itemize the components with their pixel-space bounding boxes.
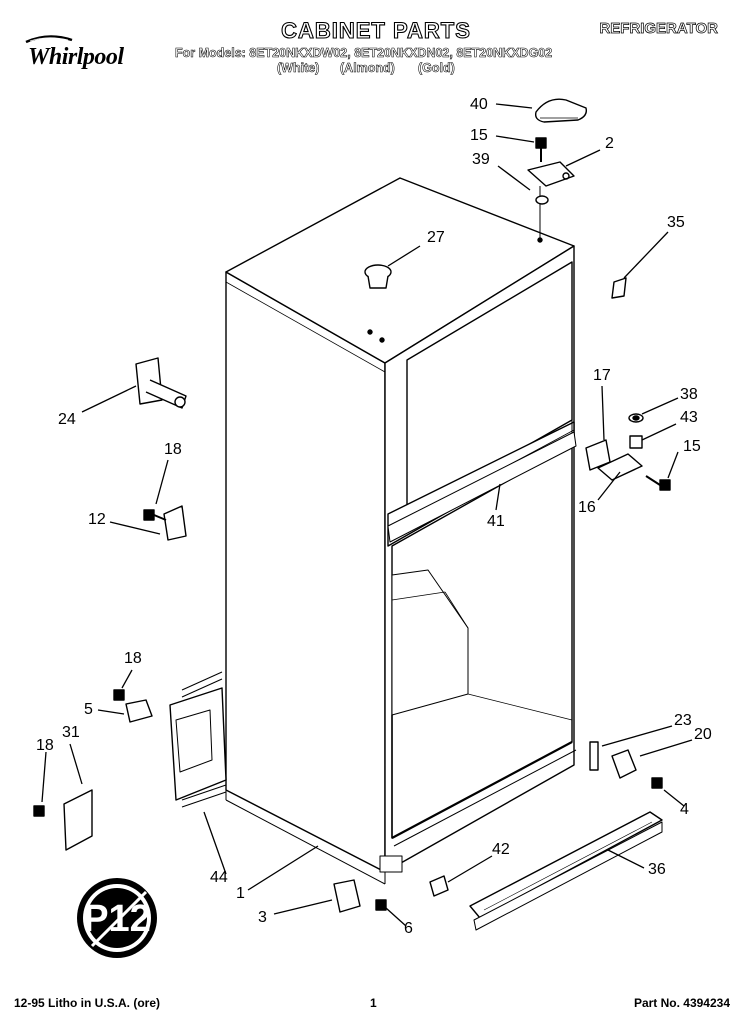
callout-15-center: 15 xyxy=(683,438,701,455)
callout-20: 20 xyxy=(694,726,712,743)
callout-35: 35 xyxy=(667,214,685,231)
callout-39: 39 xyxy=(472,151,490,168)
appliance-category: REFRIGERATOR xyxy=(599,20,718,38)
part-20-bracket xyxy=(611,749,637,779)
part-5-hinge-block xyxy=(125,699,153,723)
part-18-screw-b xyxy=(113,689,125,701)
callout-31: 31 xyxy=(62,724,80,741)
models-line: For Models: 8ET20NKXDW02, 8ET20NKXDN02, … xyxy=(175,46,553,61)
callout-41: 41 xyxy=(487,513,505,530)
part-42-clip xyxy=(429,875,449,897)
callout-18-b: 18 xyxy=(124,650,142,667)
part-43-bushing xyxy=(629,435,643,449)
callout-36: 36 xyxy=(648,861,666,878)
print-info: 12-95 Litho in U.S.A. (ore) xyxy=(14,996,161,1010)
color-label-gold: (Gold) xyxy=(418,61,455,76)
page-number: 1 xyxy=(370,996,377,1010)
callout-1: 1 xyxy=(236,885,245,902)
part-38-washer xyxy=(628,413,644,423)
part-23-bracket xyxy=(589,741,599,771)
part-2-top-hinge xyxy=(527,161,575,240)
leader-lines xyxy=(41,103,693,927)
part-16-center-hinge xyxy=(597,453,643,481)
part-40-top-cap xyxy=(534,98,588,123)
callout-44: 44 xyxy=(210,869,228,886)
callout-23: 23 xyxy=(674,712,692,729)
callout-17: 17 xyxy=(593,367,611,384)
callout-24: 24 xyxy=(58,411,76,428)
callout-5: 5 xyxy=(84,701,93,718)
part-18-screw-a xyxy=(143,509,167,521)
p12-badge-icon: P12 xyxy=(77,878,157,958)
callout-18-c: 18 xyxy=(36,737,54,754)
part-27-plug xyxy=(364,264,392,289)
callout-12: 12 xyxy=(88,511,106,528)
bracket-plate-44 xyxy=(169,671,227,808)
part-3-lower-hinge xyxy=(333,879,361,913)
callout-42: 42 xyxy=(492,841,510,858)
callout-2: 2 xyxy=(605,135,614,152)
part-41-divider-rail xyxy=(387,431,577,543)
callout-38: 38 xyxy=(680,386,698,403)
part-35-trim-piece xyxy=(611,277,627,299)
part-39-washer xyxy=(535,195,549,205)
part-12-bracket xyxy=(163,505,187,541)
color-label-almond: (Almond) xyxy=(340,61,395,76)
callout-16: 16 xyxy=(578,499,596,516)
callout-3: 3 xyxy=(258,909,267,926)
cabinet-drawing xyxy=(225,177,577,885)
callout-18-a: 18 xyxy=(164,441,182,458)
callout-27: 27 xyxy=(427,229,445,246)
callout-4: 4 xyxy=(680,801,689,818)
part-18-screw-c xyxy=(33,805,45,817)
part-31-cover xyxy=(63,789,93,851)
part-24-door-stop xyxy=(135,357,187,409)
part-number: Part No. 4394234 xyxy=(633,996,730,1010)
callout-15-top: 15 xyxy=(470,127,488,144)
callout-40: 40 xyxy=(470,96,488,113)
page-title: CABINET PARTS xyxy=(281,17,471,43)
brand-name: Whirlpool xyxy=(28,44,124,70)
callout-6: 6 xyxy=(404,920,413,937)
part-15-screw-center xyxy=(645,475,671,491)
callout-43: 43 xyxy=(680,409,698,426)
part-6-screw xyxy=(375,899,387,911)
color-label-white: (White) xyxy=(277,61,320,76)
part-4-screw xyxy=(651,777,663,789)
part-36-base-grille xyxy=(469,811,663,931)
whirlpool-logo xyxy=(25,35,73,44)
part-15-screw-top xyxy=(535,137,547,162)
